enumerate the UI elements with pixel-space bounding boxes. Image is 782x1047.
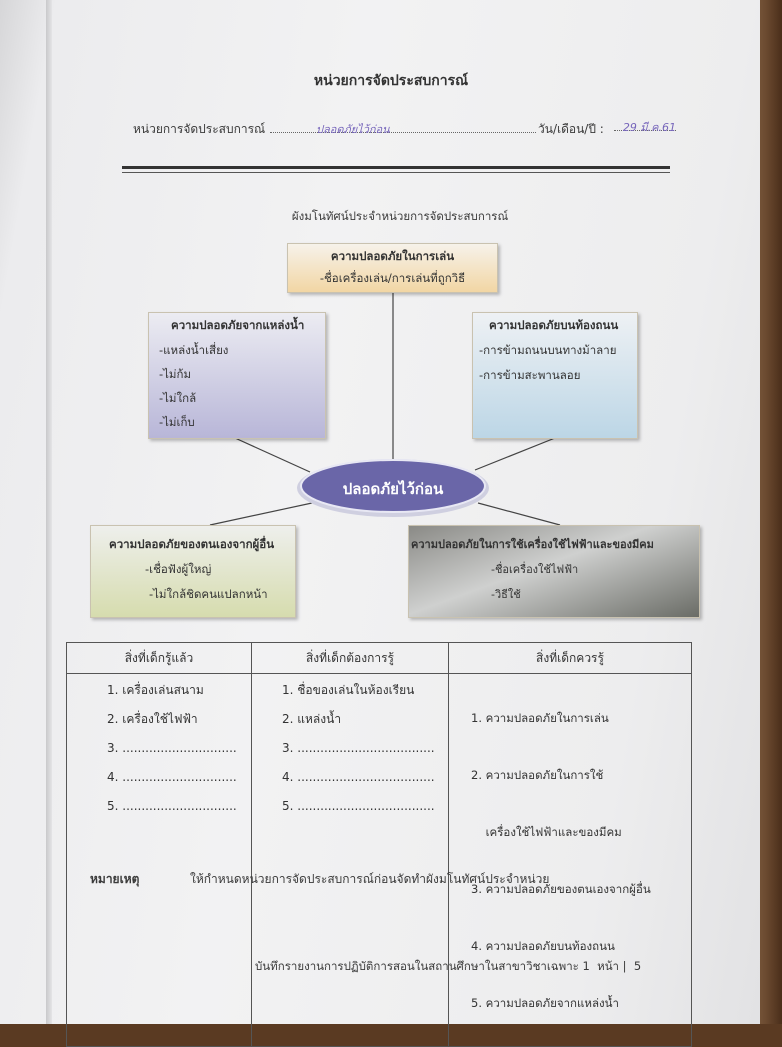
concept-heading: ความปลอดภัยในการใช้เครื่องใช้ไฟฟ้าและของ… xyxy=(411,538,654,551)
concept-item: -ชื่อเครื่องเล่น/การเล่นที่ถูกวิธี xyxy=(319,271,466,285)
list-item: 5. .................................... xyxy=(282,799,435,813)
list-item: 3. ความปลอดภัยของตนเองจากผู้อื่น xyxy=(471,882,651,896)
concept-item: -ไม่ใกล้ชิดคนแปลกหน้า xyxy=(149,587,268,601)
concept-heading: ความปลอดภัยของตนเองจากผู้อื่น xyxy=(109,537,275,551)
table-cell-want: 1. ชื่อของเล่นในห้องเรียน 2. แหล่งน้ำ 3.… xyxy=(251,673,449,1047)
concept-box-self: ความปลอดภัยของตนเองจากผู้อื่น -เชื่อฟังผ… xyxy=(90,525,296,618)
table-header: สิ่งที่เด็กรู้แล้ว xyxy=(66,642,252,674)
concept-heading: ความปลอดภัยจากแหล่งน้ำ xyxy=(171,318,305,332)
concept-box-electric: ความปลอดภัยในการใช้เครื่องใช้ไฟฟ้าและของ… xyxy=(408,525,700,618)
connector-right xyxy=(474,437,556,471)
list-item: 5. ความปลอดภัยจากแหล่งน้ำ xyxy=(471,996,619,1010)
list-item: 4. .................................... xyxy=(282,770,435,784)
center-topic: ปลอดภัยไว้ก่อน xyxy=(342,480,444,498)
concept-heading: ความปลอดภัยบนท้องถนน xyxy=(489,318,619,332)
list-item: 2. ความปลอดภัยในการใช้ xyxy=(471,768,604,782)
list-item: 2. แหล่งน้ำ xyxy=(282,712,342,726)
connector-bottom-right xyxy=(477,502,561,526)
list-item: เครื่องใช้ไฟฟ้าและของมีคม xyxy=(471,825,622,839)
note-text: ให้กำหนดหน่วยการจัดประสบการณ์ก่อนจัดทำผั… xyxy=(190,872,550,886)
list-item: 1. ความปลอดภัยในการเล่น xyxy=(471,711,609,725)
concept-box-play: ความปลอดภัยในการเล่น -ชื่อเครื่องเล่น/กา… xyxy=(287,243,498,293)
unit-label: หน่วยการจัดประสบการณ์ xyxy=(133,122,266,136)
unit-value-handwritten: ปลอดภัยไว้ก่อน xyxy=(316,123,390,136)
concept-item: -ชื่อเครื่องใช้ไฟฟ้า xyxy=(491,563,579,576)
unit-field: ปลอดภัยไว้ก่อน xyxy=(270,118,536,136)
date-label: วัน/เดือน/ปี : xyxy=(538,122,604,136)
page-title: หน่วยการจัดประสบการณ์ xyxy=(313,73,469,89)
concept-box-water: ความปลอดภัยจากแหล่งน้ำ -แหล่งน้ำเสี่ยง -… xyxy=(148,312,326,439)
connector-lines xyxy=(209,292,561,526)
diagram-title: ผังมโนทัศน์ประจำหน่วยการจัดประสบการณ์ xyxy=(291,209,509,223)
header-divider xyxy=(122,166,670,173)
concept-item: -เชื่อฟังผู้ใหญ่ xyxy=(145,562,212,576)
connector-left xyxy=(234,437,311,473)
table-header: สิ่งที่เด็กต้องการรู้ xyxy=(251,642,449,674)
connector-bottom-left xyxy=(209,502,313,526)
table-cell-known: 1. เครื่องเล่นสนาม 2. เครื่องใช้ไฟฟ้า 3.… xyxy=(66,673,252,1047)
center-ellipse xyxy=(300,459,486,513)
date-field: 29 มี.ค.61 xyxy=(614,116,676,134)
page-footer: บันทึกรายงานการปฏิบัติการสอนในสถานศึกษาใ… xyxy=(255,959,642,973)
kwl-table: สิ่งที่เด็กรู้แล้ว สิ่งที่เด็กต้องการรู้… xyxy=(66,642,692,1047)
list-item: 2. เครื่องใช้ไฟฟ้า xyxy=(107,712,198,726)
concept-item: -ไม่ก้ม xyxy=(159,367,192,381)
list-item: 4. ความปลอดภัยบนท้องถนน xyxy=(471,939,615,953)
page-fold xyxy=(46,0,52,1024)
list-item: 3. .............................. xyxy=(107,741,237,755)
concept-item: -การข้ามถนนบนทางม้าลาย xyxy=(479,343,617,357)
date-value-handwritten: 29 มี.ค.61 xyxy=(622,121,676,134)
concept-item: -ไม่เก็บ xyxy=(159,415,195,429)
list-item: 5. .............................. xyxy=(107,799,237,813)
concept-item: -แหล่งน้ำเสี่ยง xyxy=(159,343,229,357)
concept-item: -ไม่ใกล้ xyxy=(159,391,197,405)
concept-item: -การข้ามสะพานลอย xyxy=(479,368,581,382)
list-item: 4. .............................. xyxy=(107,770,237,784)
table-cell-should: 1. ความปลอดภัยในการเล่น 2. ความปลอดภัยใน… xyxy=(448,673,692,1047)
concept-heading: ความปลอดภัยในการเล่น xyxy=(330,249,455,263)
concept-item: -วิธีใช้ xyxy=(491,588,521,601)
list-item: 3. .................................... xyxy=(282,741,435,755)
note-label: หมายเหตุ xyxy=(90,872,140,886)
list-item: 1. เครื่องเล่นสนาม xyxy=(107,683,204,697)
concept-box-road: ความปลอดภัยบนท้องถนน -การข้ามถนนบนทางม้า… xyxy=(472,312,638,439)
table-header: สิ่งที่เด็กควรรู้ xyxy=(448,642,692,674)
list-item: 1. ชื่อของเล่นในห้องเรียน xyxy=(282,683,415,697)
